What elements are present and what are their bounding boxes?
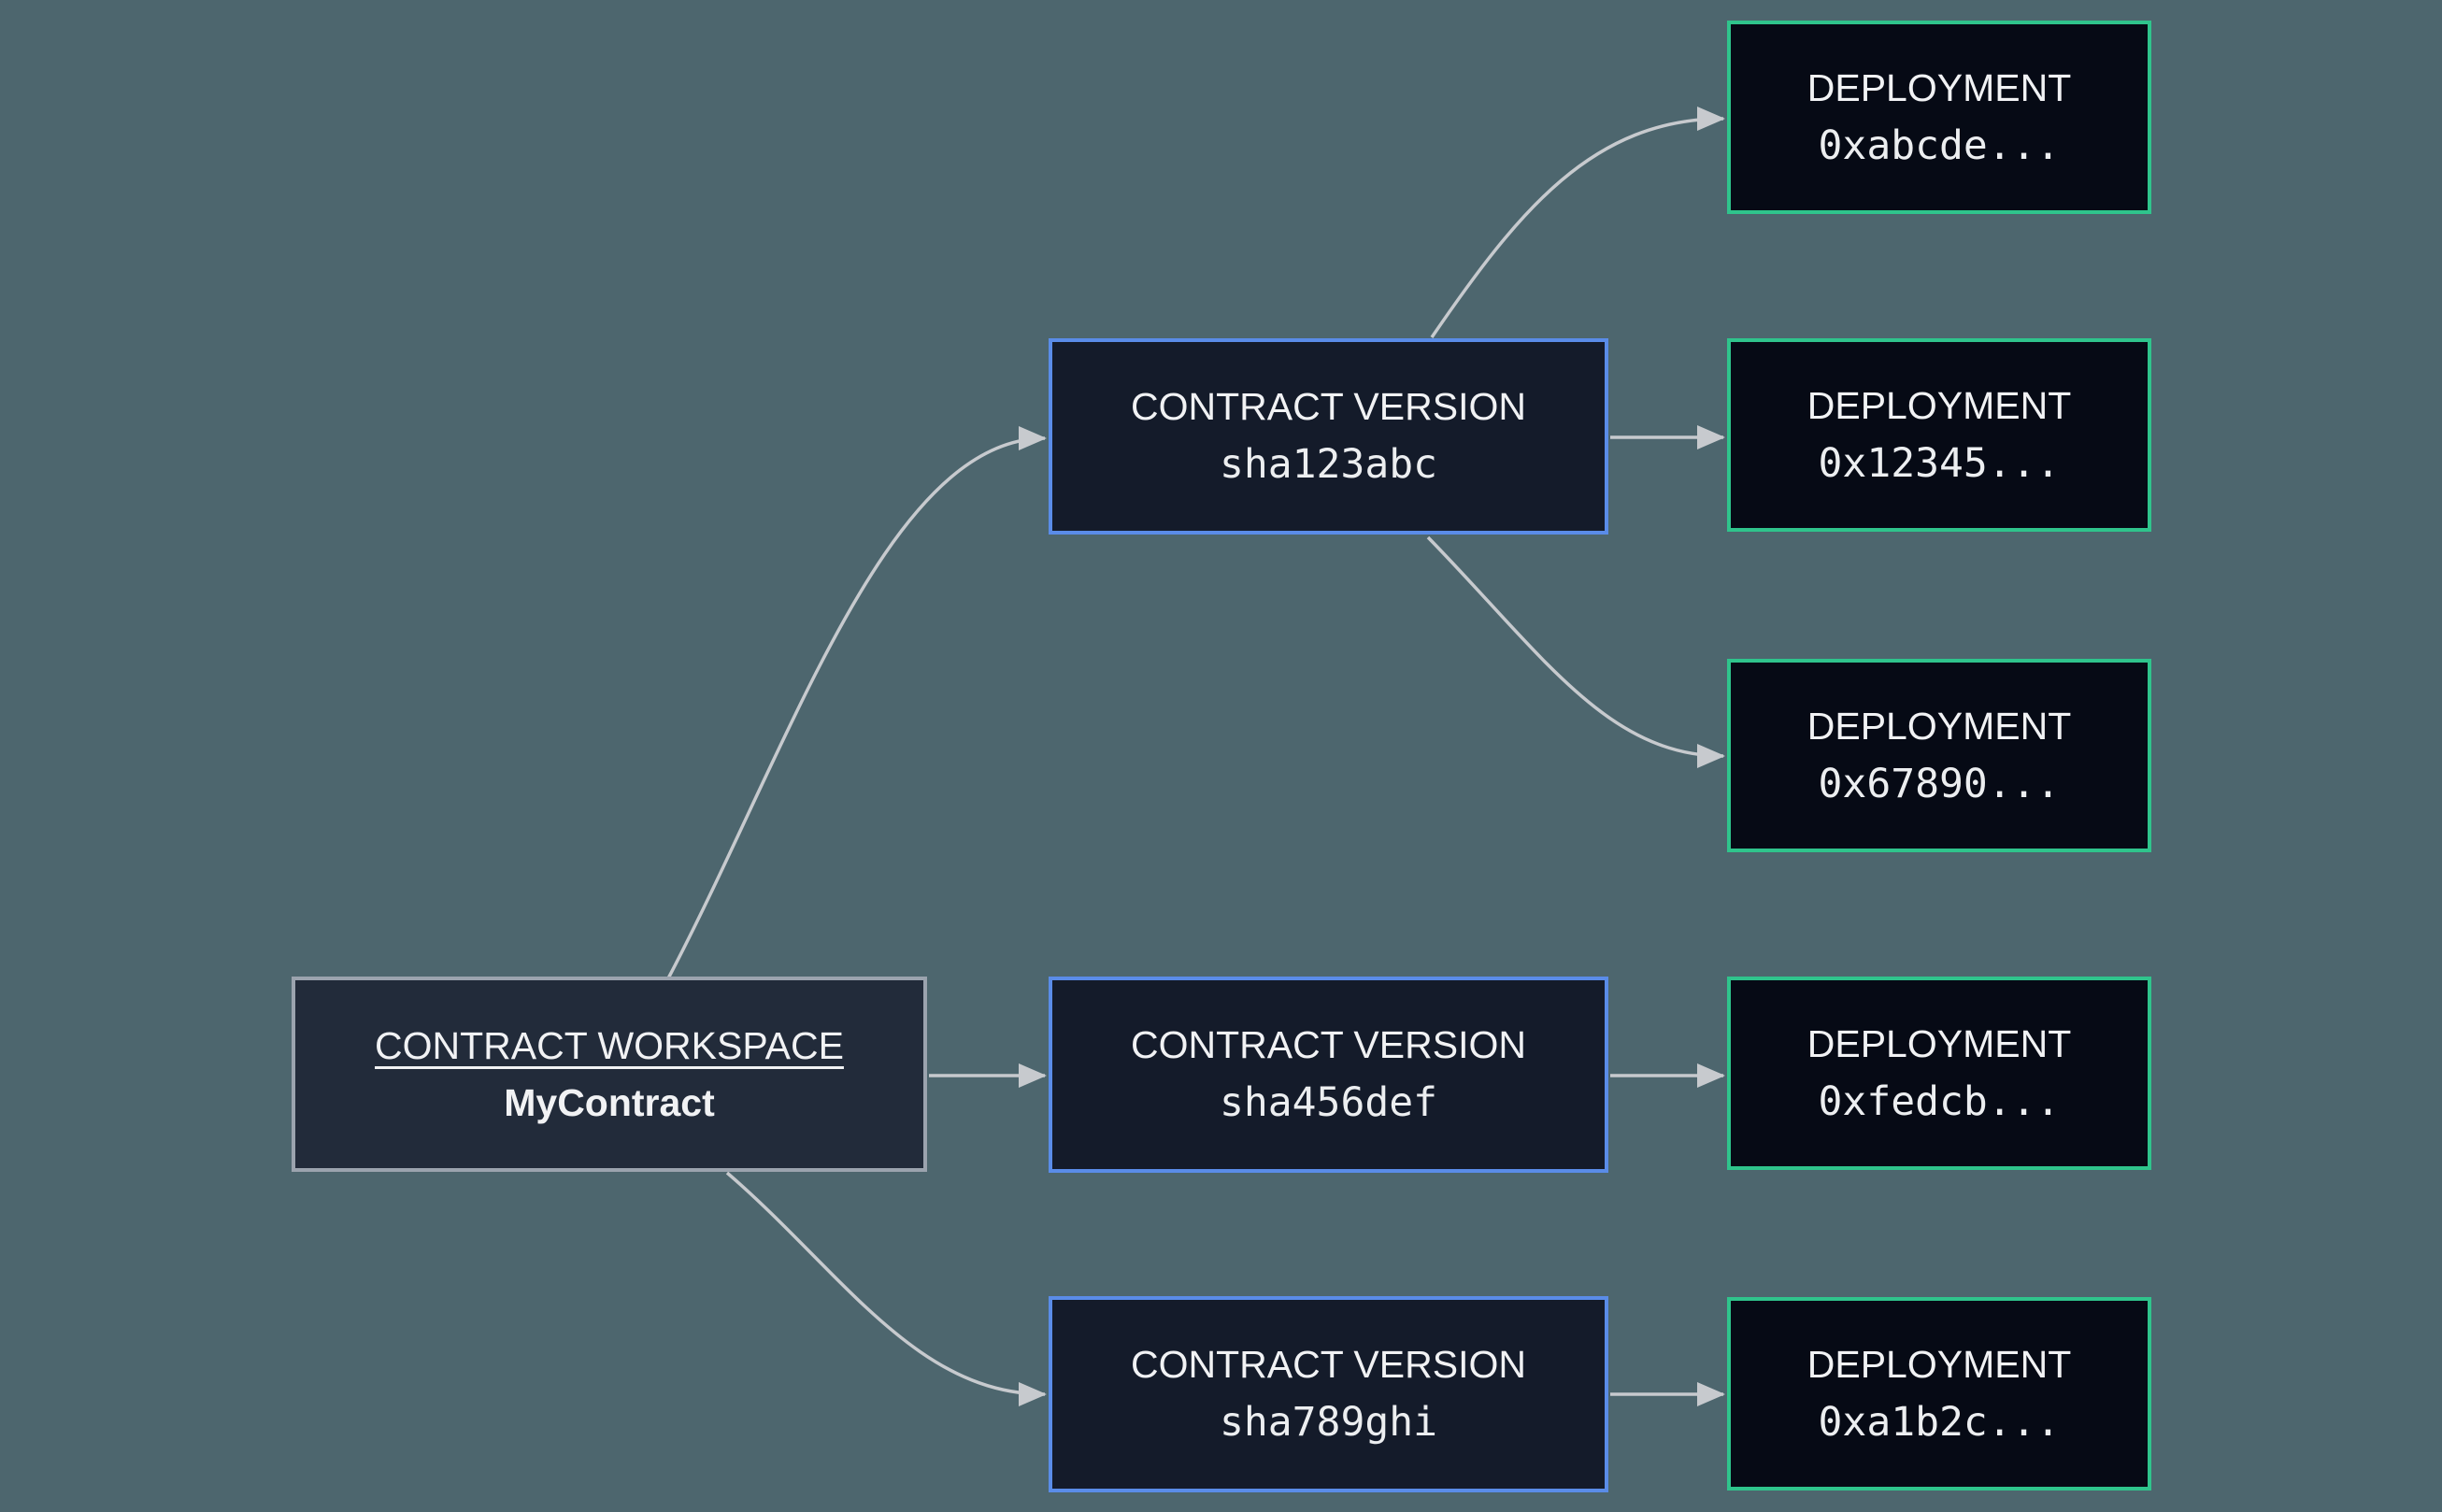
contract-workspace-node: CONTRACT WORKSPACE MyContract xyxy=(292,977,927,1172)
contract-version-node-3: CONTRACT VERSION sha789ghi xyxy=(1049,1296,1608,1492)
deployment-address: 0xabcde... xyxy=(1818,121,2061,169)
version-hash: sha123abc xyxy=(1220,441,1437,488)
deployment-address: 0x67890... xyxy=(1818,760,2061,807)
edge-version-1-to-deployment-1 xyxy=(1430,107,1725,338)
version-hash: sha789ghi xyxy=(1220,1399,1437,1446)
edge-workspace-to-version-1 xyxy=(666,426,1047,979)
workspace-title: CONTRACT WORKSPACE xyxy=(375,1023,844,1067)
deployment-node-2: DEPLOYMENT 0x12345... xyxy=(1727,338,2151,532)
version-title: CONTRACT VERSION xyxy=(1131,1343,1526,1386)
deployment-node-3: DEPLOYMENT 0x67890... xyxy=(1727,659,2151,852)
deployment-address: 0xfedcb... xyxy=(1818,1077,2061,1125)
version-title: CONTRACT VERSION xyxy=(1131,385,1526,428)
contract-version-node-2: CONTRACT VERSION sha456def xyxy=(1049,977,1608,1173)
deployment-title: DEPLOYMENT xyxy=(1807,704,2072,748)
deployment-node-4: DEPLOYMENT 0xfedcb... xyxy=(1727,977,2151,1170)
deployment-title: DEPLOYMENT xyxy=(1807,65,2072,109)
deployment-title: DEPLOYMENT xyxy=(1807,1021,2072,1065)
deployment-node-1: DEPLOYMENT 0xabcde... xyxy=(1727,21,2151,214)
deployment-title: DEPLOYMENT xyxy=(1807,1342,2072,1386)
contract-version-node-1: CONTRACT VERSION sha123abc xyxy=(1049,338,1608,535)
version-hash: sha456def xyxy=(1220,1079,1437,1126)
edge-workspace-to-version-3 xyxy=(725,1171,1047,1406)
version-title: CONTRACT VERSION xyxy=(1131,1023,1526,1066)
deployment-address: 0xa1b2c... xyxy=(1818,1398,2061,1446)
deployment-node-5: DEPLOYMENT 0xa1b2c... xyxy=(1727,1297,2151,1491)
deployment-address: 0x12345... xyxy=(1818,439,2061,487)
workspace-name: MyContract xyxy=(504,1080,715,1124)
deployment-title: DEPLOYMENT xyxy=(1807,383,2072,427)
edge-version-1-to-deployment-3 xyxy=(1426,535,1725,768)
